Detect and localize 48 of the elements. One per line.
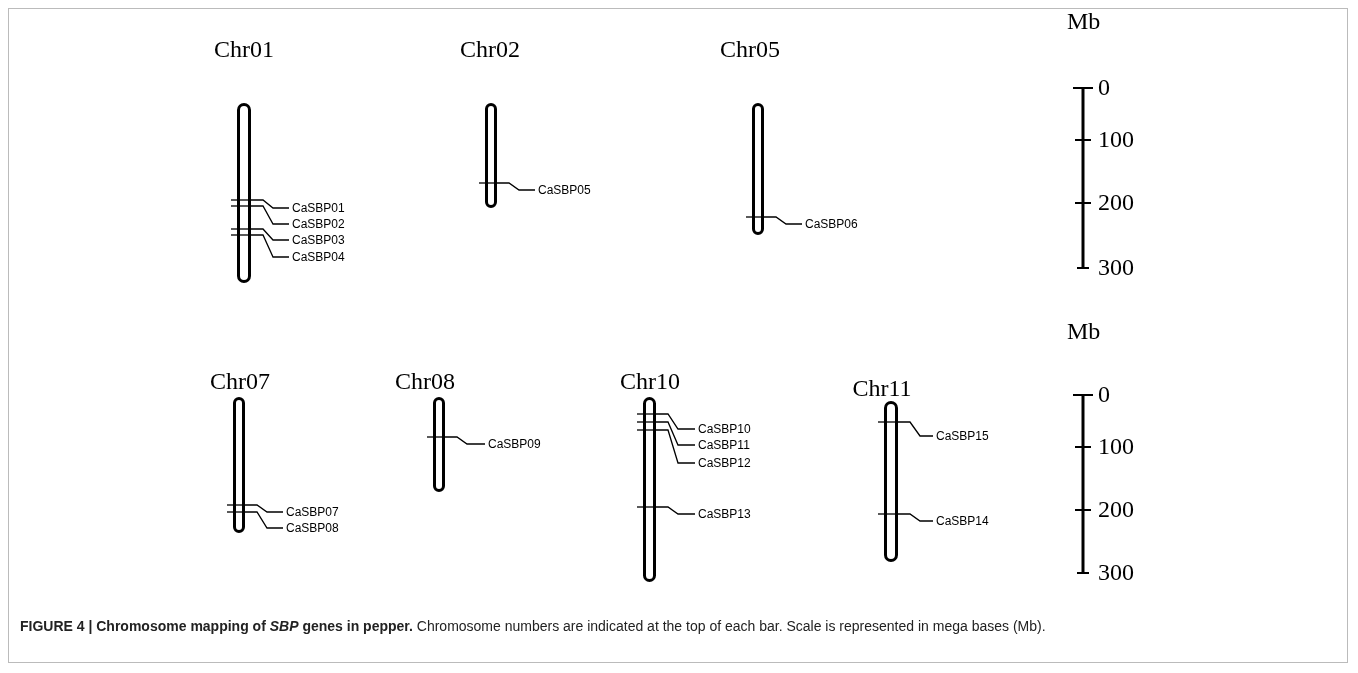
gene-label: CaSBP07 <box>286 505 339 519</box>
leader-line <box>877 513 934 522</box>
unit-label: Mb <box>1067 318 1101 344</box>
gene-label: CaSBP10 <box>698 422 751 436</box>
scale-tick-label: 200 <box>1098 496 1134 522</box>
gene-label: CaSBP15 <box>936 429 989 443</box>
chromosome-label: Chr08 <box>395 368 455 394</box>
scale-tick-label: 100 <box>1098 433 1134 459</box>
chromosome-label: Chr05 <box>720 36 780 62</box>
gene-label: CaSBP04 <box>292 250 345 264</box>
leader-line <box>426 436 486 445</box>
leader-line <box>230 228 290 241</box>
gene-label: CaSBP13 <box>698 507 751 521</box>
leader-line <box>226 504 284 513</box>
leader-line <box>230 234 290 258</box>
gene-label: CaSBP03 <box>292 233 345 247</box>
gene-label: CaSBP02 <box>292 217 345 231</box>
scale-tick-label: 0 <box>1098 74 1110 100</box>
gene-label: CaSBP09 <box>488 437 541 451</box>
leader-line <box>230 199 290 209</box>
leader-line <box>226 511 284 529</box>
scale-tick-label: 100 <box>1098 126 1134 152</box>
leader-line <box>636 429 696 464</box>
gene-label: CaSBP11 <box>698 438 750 452</box>
chromosome-label: Chr01 <box>214 36 274 62</box>
scale-tick-label: 200 <box>1098 189 1134 215</box>
chromosome-label: Chr02 <box>460 36 520 62</box>
scale-tick-label: 0 <box>1098 381 1110 407</box>
leader-line <box>636 421 696 446</box>
gene-label: CaSBP14 <box>936 514 989 528</box>
chromosome-label: Chr10 <box>620 368 680 394</box>
figure-caption: FIGURE 4 | Chromosome mapping of SBP genes in pepper. Chromosome numbers are indicated at the top of each bar. Scale is represented in mega bases (Mb). <box>20 617 1047 636</box>
gene-label: CaSBP12 <box>698 456 751 470</box>
unit-label: Mb <box>1067 8 1101 34</box>
chromosome-label: Chr07 <box>210 368 270 394</box>
gene-label: CaSBP08 <box>286 521 339 535</box>
leader-line <box>877 421 934 437</box>
leader-line <box>636 506 696 515</box>
scale-tick-label: 300 <box>1098 559 1134 585</box>
chromosome-label: Chr11 <box>852 375 912 401</box>
leader-line <box>636 413 696 430</box>
leader-line <box>478 182 536 191</box>
gene-label: CaSBP01 <box>292 201 345 215</box>
leader-line <box>230 205 290 225</box>
gene-label: CaSBP05 <box>538 183 591 197</box>
gene-label: CaSBP06 <box>805 217 858 231</box>
leader-line <box>745 216 803 225</box>
scale-tick-label: 300 <box>1098 254 1134 280</box>
